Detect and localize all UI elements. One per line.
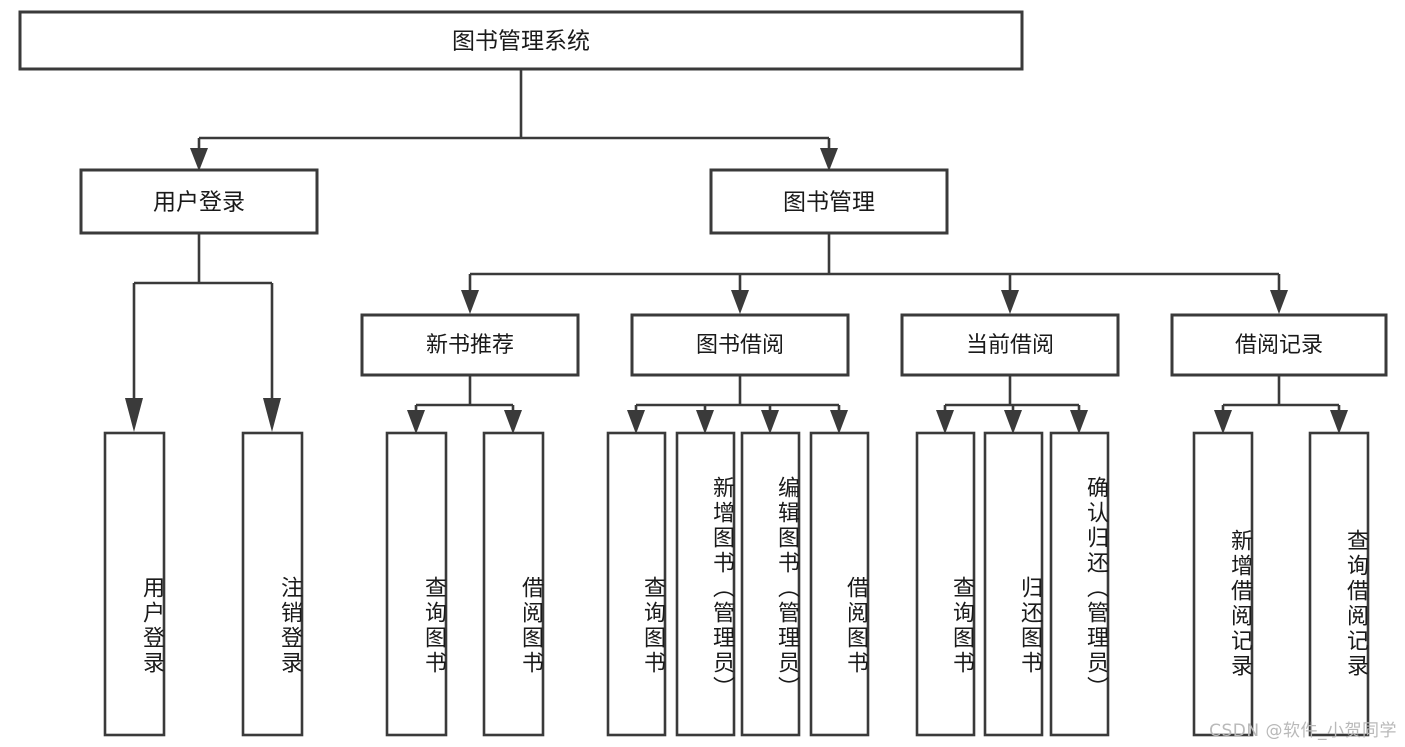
leaf-box-borrow-book-2[interactable] [809, 431, 870, 737]
node-borrow-record[interactable]: 借阅记录 [1170, 313, 1388, 377]
arrowhead-leaf-borrow-book-1 [504, 410, 522, 434]
arrowhead-leaf-query-record [1330, 410, 1348, 434]
arrowhead-leaf-confirm-return [1070, 410, 1088, 434]
leaf-box-query-record[interactable] [1308, 431, 1370, 737]
node-book-borrow-box[interactable] [630, 313, 850, 377]
node-book-management[interactable]: 图书管理 [709, 168, 949, 235]
node-book-management-label: 图书管理 [783, 190, 875, 216]
node-user-login[interactable]: 用户登录 [79, 168, 319, 235]
node-new-book-recommend-box[interactable] [360, 313, 580, 377]
leaf-box-add-record[interactable] [1192, 431, 1254, 737]
node-borrow-record-box[interactable] [1170, 313, 1388, 377]
leaf-box-confirm-return[interactable] [1049, 431, 1110, 737]
arrowhead-leaf-user-login [125, 398, 143, 432]
leaf-box-edit-book[interactable] [740, 431, 801, 737]
leaf-box-logout-login[interactable] [241, 431, 304, 737]
leaf-box-return-book[interactable] [983, 431, 1044, 737]
node-borrow-record-label: 借阅记录 [1235, 333, 1323, 358]
arrowhead-leaf-logout-login [263, 398, 281, 432]
arrowhead-leaf-return-book [1004, 410, 1022, 434]
arrowhead-new-book-recommend [461, 290, 479, 314]
node-book-borrow[interactable]: 图书借阅 [630, 313, 850, 377]
arrowhead-leaf-query-book-3 [936, 410, 954, 434]
node-current-borrow-label: 当前借阅 [966, 333, 1054, 358]
leaf-box-query-book-1[interactable] [385, 431, 448, 737]
connector-layer [125, 69, 1348, 434]
arrowhead-leaf-add-record [1214, 410, 1232, 434]
node-root-label: 图书管理系统 [452, 29, 590, 55]
leaf-box-add-book[interactable] [675, 431, 736, 737]
node-new-book-recommend-label: 新书推荐 [426, 333, 514, 358]
arrowhead-leaf-query-book-1 [407, 410, 425, 434]
node-root-box[interactable] [18, 10, 1024, 71]
node-root[interactable]: 图书管理系统 [18, 10, 1024, 71]
leaf-box-borrow-book-1[interactable] [482, 431, 545, 737]
leaf-box-query-book-2[interactable] [606, 431, 667, 737]
node-book-borrow-label: 图书借阅 [696, 333, 784, 358]
arrowhead-book-borrow [731, 290, 749, 314]
node-current-borrow-box[interactable] [900, 313, 1120, 377]
arrowhead-leaf-add-book [696, 410, 714, 434]
arrowhead-leaf-borrow-book-2 [830, 410, 848, 434]
node-user-login-label: 用户登录 [153, 190, 245, 216]
arrowhead-leaf-query-book-2 [627, 410, 645, 434]
arrowhead-leaf-edit-book [761, 410, 779, 434]
leaf-box-query-book-3[interactable] [915, 431, 976, 737]
arrowhead-user-login [190, 148, 208, 171]
arrowhead-borrow-record [1270, 290, 1288, 314]
node-current-borrow[interactable]: 当前借阅 [900, 313, 1120, 377]
csdn-watermark: CSDN @软件_小贺同学 [1209, 721, 1397, 741]
leaf-box-layer [103, 431, 1370, 737]
node-book-management-box[interactable] [709, 168, 949, 235]
arrowhead-current-borrow [1001, 290, 1019, 314]
leaf-box-user-login[interactable] [103, 431, 166, 737]
node-user-login-box[interactable] [79, 168, 319, 235]
node-new-book-recommend[interactable]: 新书推荐 [360, 313, 580, 377]
arrowhead-book-management [820, 148, 838, 171]
